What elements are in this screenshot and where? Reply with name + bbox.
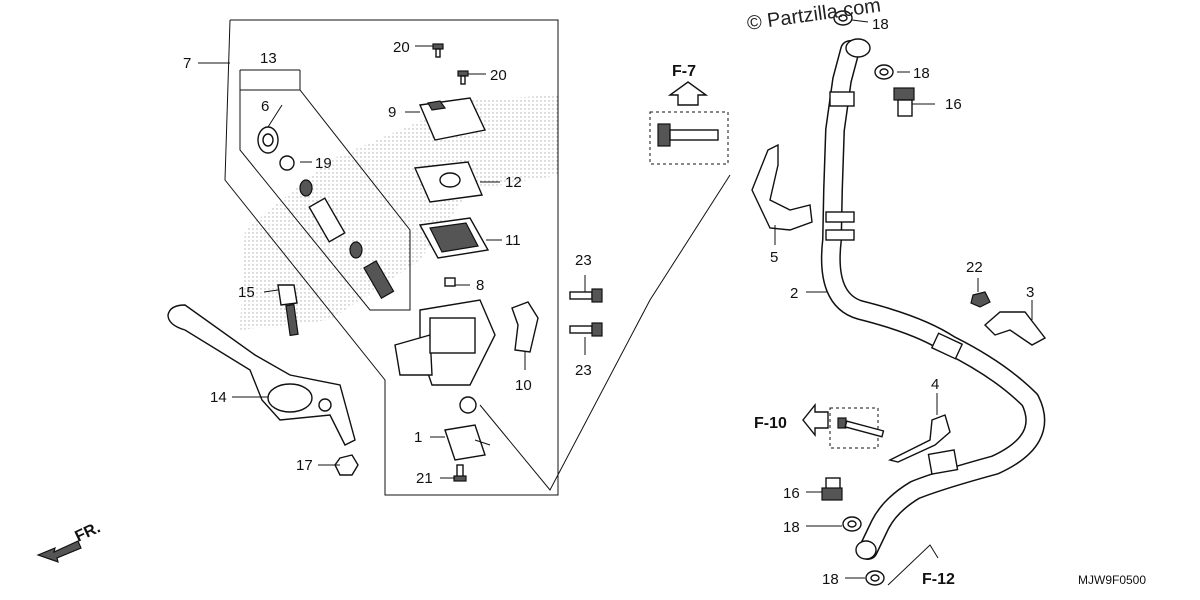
bolt-in-f10 (837, 417, 885, 438)
bolt-part-23a (569, 288, 603, 303)
front-direction-arrow (36, 540, 82, 563)
label-part-12: 12 (505, 174, 522, 191)
f7-dashed-box (649, 111, 729, 165)
ref-label-f12: F-12 (922, 571, 955, 588)
f10-arrow (802, 403, 829, 437)
ref-label-f7: F-7 (672, 63, 696, 80)
bolt-part-22 (970, 291, 991, 308)
shading-area (240, 95, 560, 330)
label-part-5: 5 (770, 249, 778, 266)
label-part-3: 3 (1026, 284, 1034, 301)
label-part-14: 14 (210, 389, 227, 406)
brake-lever-part-14 (167, 304, 356, 446)
label-part-1: 1 (414, 429, 422, 446)
label-part-21: 21 (416, 470, 433, 487)
label-part-8: 8 (476, 277, 484, 294)
assembly-outline (224, 19, 559, 496)
screw-part-20a (432, 43, 444, 58)
label-part-22: 22 (966, 259, 983, 276)
label-part-18a: 18 (872, 16, 889, 33)
label-part-7: 7 (183, 55, 191, 72)
ref-label-f10: F-10 (754, 415, 787, 432)
seal-ring (299, 179, 313, 197)
label-part-2: 2 (790, 285, 798, 302)
label-part-17: 17 (296, 457, 313, 474)
f7-arrow (667, 81, 709, 106)
piston (308, 197, 346, 243)
leader-line (479, 174, 731, 491)
label-part-10: 10 (515, 377, 532, 394)
screw-part-20b (457, 70, 469, 85)
brake-hose-part-2 (820, 40, 1046, 560)
seal-cup (349, 241, 363, 259)
clamp-part-3 (983, 311, 1047, 346)
piston-spring (363, 260, 395, 300)
boot-part-6 (257, 126, 279, 154)
label-part-19: 19 (315, 155, 332, 172)
washer-part-18c (842, 516, 862, 532)
label-part-16b: 16 (783, 485, 800, 502)
diagram-code: MJW9F0500 (1078, 573, 1146, 587)
label-part-23b: 23 (575, 362, 592, 379)
banjo-fitting-top (845, 38, 871, 58)
label-part-20a: 20 (393, 39, 410, 56)
label-part-9: 9 (388, 104, 396, 121)
label-part-18c: 18 (783, 519, 800, 536)
front-direction-label: FR. (73, 519, 104, 545)
label-part-11: 11 (505, 232, 521, 249)
bracket-part-5 (751, 143, 813, 231)
banjo-bolt-part-16b (821, 477, 843, 501)
screw-part-21 (453, 464, 467, 482)
washer-part-18d (865, 570, 885, 586)
pivot-bolt-part-15 (277, 284, 299, 337)
master-cylinder-body (394, 299, 496, 414)
float-part-8 (444, 277, 456, 287)
label-part-23a: 23 (575, 252, 592, 269)
reservoir-cap-part-9 (418, 97, 487, 141)
label-part-18d: 18 (822, 571, 839, 588)
holder-part-10 (511, 301, 539, 353)
f10-dashed-box (829, 407, 879, 449)
label-part-20b: 20 (490, 67, 507, 84)
bolt-part-23b (569, 322, 603, 337)
banjo-fitting-bottom (855, 540, 877, 560)
f12-guide (887, 544, 939, 586)
circlip-part-19 (279, 155, 295, 171)
brake-switch-part-1 (444, 424, 491, 461)
banjo-bolt-part-16a (893, 87, 915, 117)
diaphragm-part-11 (418, 217, 490, 259)
label-part-6: 6 (261, 98, 269, 115)
label-part-4: 4 (931, 376, 939, 393)
label-part-15: 15 (238, 284, 255, 301)
label-part-16a: 16 (945, 96, 962, 113)
washer-part-18a (833, 10, 853, 26)
bracket-part-4 (887, 414, 951, 463)
washer-part-18b (874, 64, 894, 80)
label-part-13: 13 (260, 50, 277, 67)
label-part-18b: 18 (913, 65, 930, 82)
diaphragm-plate-part-12 (413, 161, 484, 203)
bolt-in-f7 (657, 123, 719, 147)
watermark: © Partzilla.com (746, 0, 883, 35)
